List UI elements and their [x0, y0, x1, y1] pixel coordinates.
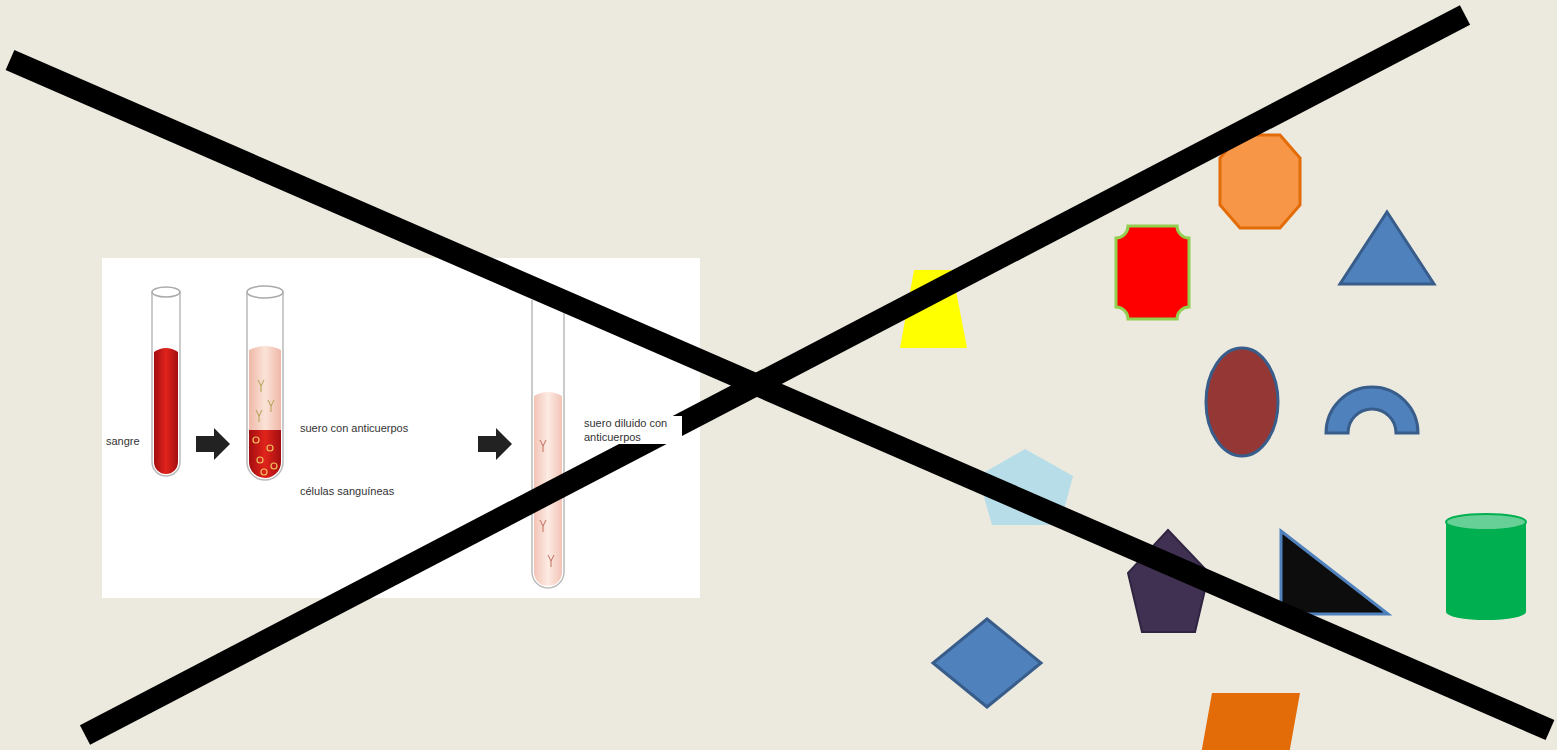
parallelogram-shape [1200, 693, 1300, 750]
process-arrow [196, 428, 230, 460]
test-tube [532, 300, 564, 588]
test-tube [247, 286, 283, 480]
test-tube [152, 287, 180, 476]
tube-label: sangre [104, 434, 142, 448]
ellipse-shape [1206, 348, 1278, 456]
illustration-panel [102, 258, 700, 598]
tube-label: suero diluido con anticuerpos [582, 416, 682, 444]
right-triangle-shape [1281, 531, 1388, 614]
plaque-shape [1116, 226, 1189, 319]
cross-line [10, 60, 1550, 730]
diamond-shape [933, 619, 1041, 707]
process-arrow [478, 428, 512, 460]
tube-label: células sanguíneas [298, 484, 396, 498]
cross-line [85, 15, 1465, 735]
arch-shape [1326, 387, 1418, 433]
cylinder-shape [1446, 514, 1526, 620]
tube-label: suero con anticuerpos [298, 421, 410, 435]
triangle-shape [1340, 212, 1434, 284]
